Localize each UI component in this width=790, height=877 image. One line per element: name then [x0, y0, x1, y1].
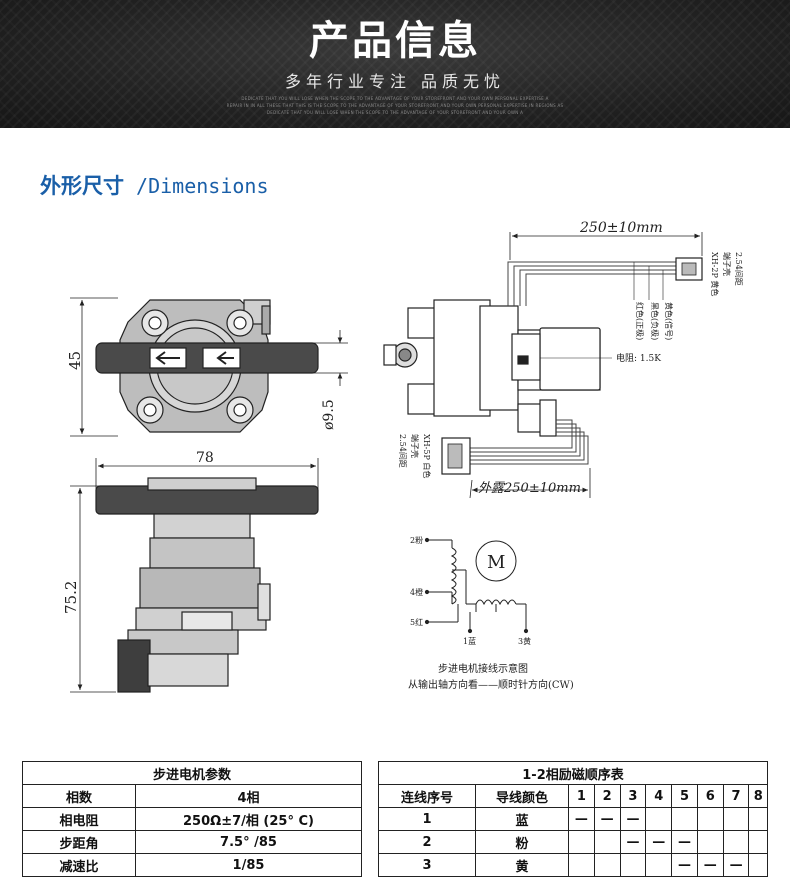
dimension-drawing: 45 ø9.5 78 75.2 [62, 220, 743, 693]
pin-3-label: 3黄 [518, 636, 531, 646]
banner-title: 产品信息 [309, 18, 481, 64]
dim-cable-label: 250±10mm [579, 220, 663, 236]
sequence-header: 3 [619, 784, 647, 808]
sequence-step [568, 830, 595, 854]
motor-symbol: M [487, 552, 505, 573]
connector-bot-label-1: XH-5P 白色 [422, 434, 432, 478]
sequence-step [671, 807, 698, 831]
banner-fine-line-3: DEDICATE THAT YOU WILL LOSE WHEN THE SCO… [266, 110, 524, 115]
connector-top-label-2: 端子壳 [722, 252, 732, 276]
sequence-no: 2 [378, 830, 476, 854]
pin-5-label: 5红 [410, 617, 423, 627]
wire-yellow-label: 黄色(信号) [664, 302, 674, 340]
table-row: 1-2相励磁顺序表 [378, 761, 768, 785]
sequence-step [722, 807, 750, 831]
sequence-header: 导线颜色 [475, 784, 569, 808]
dimensions-heading-cn: 外形尺寸 [40, 174, 124, 198]
sequence-step: — [568, 807, 595, 831]
sequence-step [722, 830, 750, 854]
table-row: 步距角 7.5° /85 [22, 830, 362, 854]
wire-black-label: 黑色(负极) [650, 302, 660, 340]
param-label: 相数 [22, 784, 136, 808]
pin-2-label: 2粉 [410, 535, 423, 545]
schematic-caption-2: 从输出轴方向看——顺时针方向(CW) [408, 678, 574, 691]
param-value: 7.5° /85 [135, 830, 362, 854]
dim-78-label: 78 [196, 450, 214, 466]
top-view-pump [95, 299, 319, 433]
sequence-step [593, 830, 621, 854]
dim-9-5-label: ø9.5 [321, 399, 337, 430]
param-value: 250Ω±7/相 (25° C) [135, 807, 362, 831]
sequence-no: 1 [378, 807, 476, 831]
dimensions-heading-en: /Dimensions [124, 174, 269, 198]
sequence-step [645, 807, 673, 831]
schematic-caption-1: 步进电机接线示意图 [438, 662, 528, 675]
excitation-sequence-table: 1-2相励磁顺序表 连线序号 导线颜色 1 2 3 4 5 6 7 8 1 蓝 … [378, 761, 768, 877]
sequence-step: — [619, 807, 647, 831]
wire-red-label: 红色(正极) [635, 302, 645, 340]
sequence-header: 4 [645, 784, 673, 808]
connector-top-label-1: XH-2P 黄色 [710, 252, 720, 296]
sequence-step: — [619, 830, 647, 854]
sequence-header: 1 [568, 784, 595, 808]
sequence-color: 粉 [475, 830, 569, 854]
sequence-step [748, 830, 768, 854]
table-row: 2 粉 — — — [378, 830, 768, 854]
header-banner: 产品信息 多年行业专注 品质无忧 DEDICATE THAT YOU WILL … [0, 0, 790, 128]
dim-45-label: 45 [66, 351, 84, 370]
param-value: 4相 [135, 784, 362, 808]
sequence-color: 蓝 [475, 807, 569, 831]
sequence-header: 5 [671, 784, 698, 808]
sequence-step [696, 830, 724, 854]
connector-bot-label-3: 2.54间距 [398, 434, 407, 468]
table-row: 相电阻 250Ω±7/相 (25° C) [22, 807, 362, 831]
sequence-step: — [593, 807, 621, 831]
sequence-header: 连线序号 [378, 784, 476, 808]
banner-fine-line-2: REPAIR IN IN ALL THESE THAT THIS IS THE … [226, 103, 564, 108]
pin-1-label: 1蓝 [463, 636, 476, 646]
connector-top-label-3: 2.54间距 [734, 252, 743, 286]
table-row: 相数 4相 [22, 784, 362, 808]
banner-subtitle: 多年行业专注 品质无忧 [284, 72, 506, 91]
sequence-header: 6 [696, 784, 724, 808]
table-row: 连线序号 导线颜色 1 2 3 4 5 6 7 8 [378, 784, 768, 808]
sequence-step [748, 807, 768, 831]
dim-expose-label: 外露250±10mm [478, 481, 581, 496]
sequence-header: 2 [593, 784, 621, 808]
table-row: 1 蓝 — — — [378, 807, 768, 831]
connector-bot-label-2: 端子壳 [410, 434, 420, 458]
banner-fine-line-1: DEDICATE THAT YOU WILL LOSE WHEN THE SCO… [241, 96, 549, 101]
dimensions-heading: 外形尺寸 /Dimensions [40, 170, 269, 200]
table-row: 步进电机参数 [22, 761, 362, 785]
resistor-label: 电阻: 1.5K [616, 352, 661, 364]
sequence-header: 7 [722, 784, 750, 808]
sequence-table-title: 1-2相励磁顺序表 [378, 761, 768, 785]
side-view-pump [95, 477, 319, 693]
sequence-step: — [671, 830, 698, 854]
param-label: 步距角 [22, 830, 136, 854]
params-table-title: 步进电机参数 [22, 761, 362, 785]
motor-params-table: 步进电机参数 相数 4相 相电阻 250Ω±7/相 (25° C) 步距角 7.… [22, 761, 362, 877]
param-label: 相电阻 [22, 807, 136, 831]
sequence-step [696, 807, 724, 831]
sequence-header: 8 [748, 784, 768, 808]
pin-4-label: 4橙 [410, 587, 423, 597]
sequence-step: — [645, 830, 673, 854]
right-view-pump [383, 299, 601, 437]
wiring-schematic [424, 537, 529, 634]
dim-75-2-label: 75.2 [62, 581, 80, 614]
